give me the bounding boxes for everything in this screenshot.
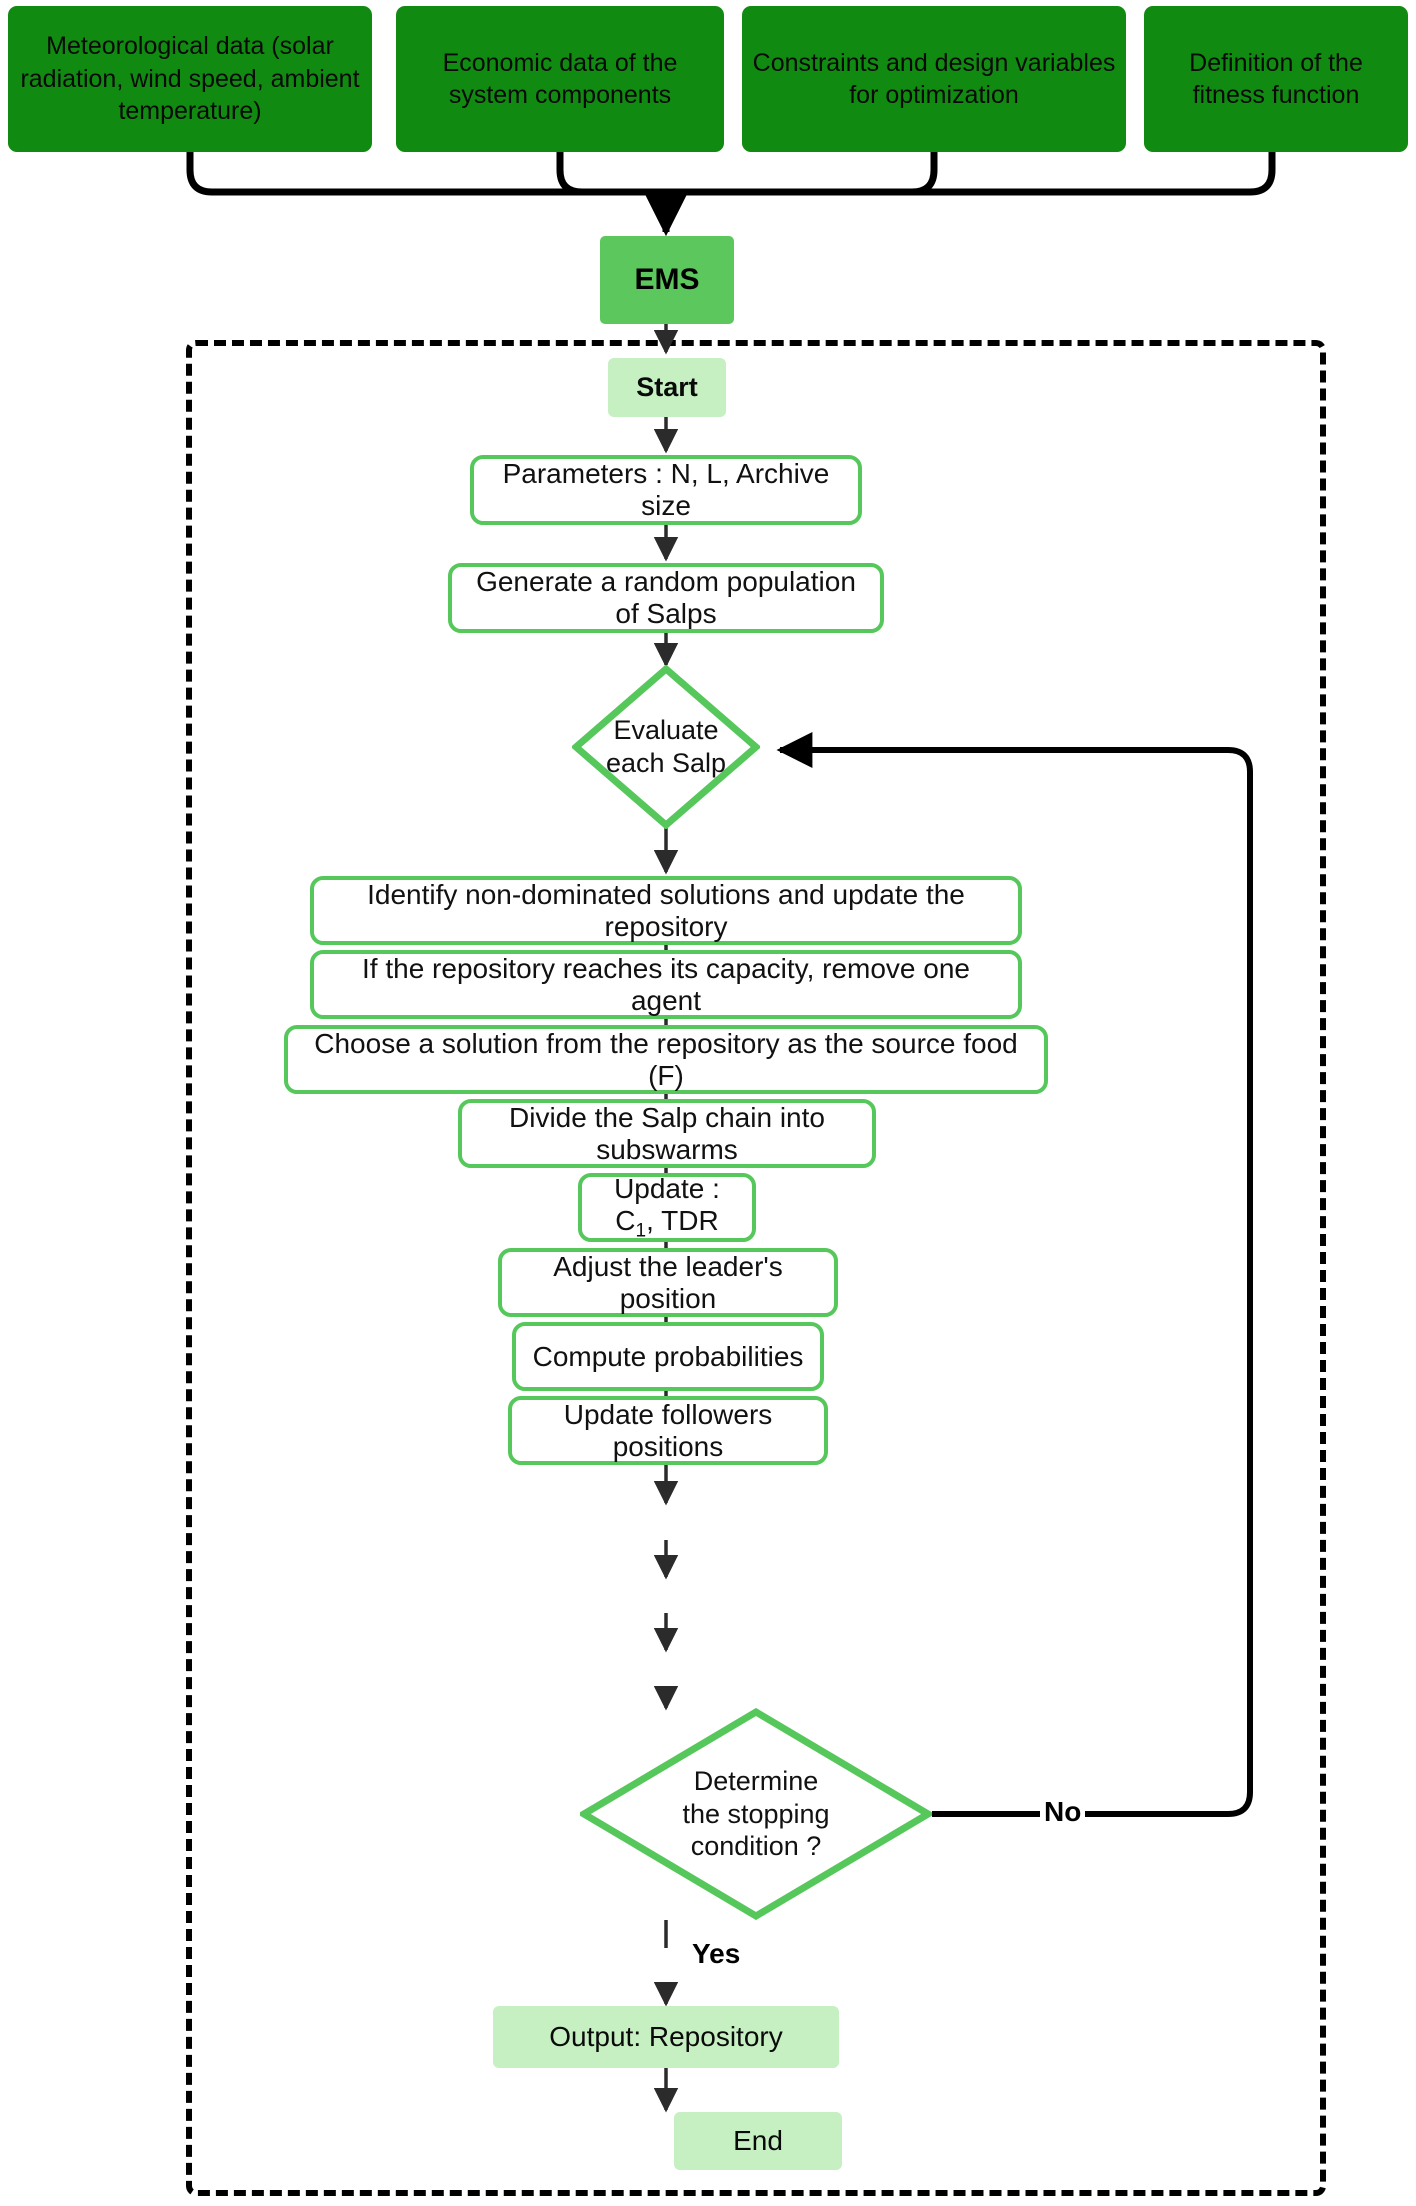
stopping-line-2: the stopping [682,1798,830,1829]
update-c1-tdr-box: Update : C1, TDR [578,1173,756,1242]
evaluate-line-2: each Salp [605,748,727,778]
stopping-decision-label: Determine the stopping condition ? [580,1708,932,1920]
compute-probabilities-box: Compute probabilities [512,1322,824,1391]
divide-salp-chain-box: Divide the Salp chain into subswarms [458,1099,876,1168]
ems-algorithm-container [186,340,1326,2196]
stopping-line-3: condition ? [690,1831,822,1862]
evaluate-line-1: Evaluate [613,715,719,746]
yes-edge-label: Yes [688,1938,745,1970]
update-c1-prefix: Update : C [614,1172,720,1236]
ems-box: EMS [600,236,734,324]
update-c1-text: Update : C1, TDR [594,1173,740,1243]
no-edge-label: No [1040,1796,1086,1828]
update-c1-subscript: 1 [635,1220,647,1242]
adjust-leader-position-box: Adjust the leader's position [498,1248,838,1317]
constraints-design-variables-box: Constraints and design variables for opt… [742,6,1126,152]
identify-nondominated-box: Identify non-dominated solutions and upd… [310,876,1022,945]
evaluate-decision-label: Evaluate each Salp [572,665,760,829]
fitness-function-definition-box: Definition of the fitness function [1144,6,1408,152]
stopping-line-1: Determine [693,1765,819,1796]
evaluate-each-salp-decision: Evaluate each Salp [572,665,760,829]
generate-population-box: Generate a random population of Salps [448,563,884,633]
update-followers-box: Update followers positions [508,1396,828,1465]
end-terminal: End [674,2112,842,2170]
parameters-box: Parameters : N, L, Archive size [470,455,862,525]
update-c1-suffix: , TDR [646,1204,719,1236]
choose-source-food-box: Choose a solution from the repository as… [284,1025,1048,1094]
economic-data-box: Economic data of the system components [396,6,724,152]
stopping-condition-decision: Determine the stopping condition ? [580,1708,932,1920]
output-repository-terminal: Output: Repository [493,2006,839,2068]
meteorological-data-box: Meteorological data (solar radiation, wi… [8,6,372,152]
repository-capacity-box: If the repository reaches its capacity, … [310,950,1022,1019]
start-terminal: Start [608,358,726,417]
